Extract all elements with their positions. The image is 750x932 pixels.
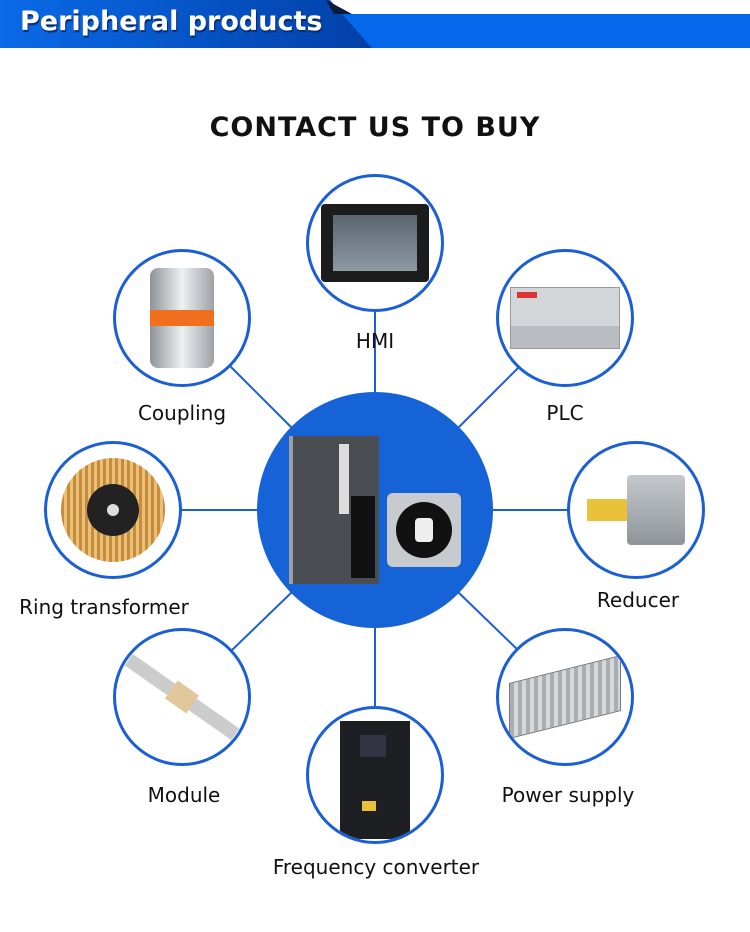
label-reducer: Reducer	[596, 588, 680, 612]
servo-motor-image	[387, 493, 461, 567]
headline: CONTACT US TO BUY	[209, 112, 541, 143]
module-image	[124, 653, 240, 741]
reducer-image	[587, 475, 685, 545]
frequency-converter-image	[340, 721, 410, 839]
product-plc[interactable]	[496, 249, 634, 387]
section-banner: Peripheral products	[0, 0, 750, 48]
banner-title: Peripheral products	[20, 6, 323, 37]
plc-image	[510, 287, 620, 349]
label-module: Module	[147, 783, 221, 807]
product-module[interactable]	[113, 628, 251, 766]
banner-bar	[330, 14, 750, 48]
label-power-supply: Power supply	[501, 783, 635, 807]
label-hmi: HMI	[355, 329, 395, 353]
product-coupling[interactable]	[113, 249, 251, 387]
power-supply-image	[509, 655, 621, 739]
banner-tab	[0, 0, 372, 48]
label-coupling: Coupling	[137, 401, 227, 425]
product-frequency-converter[interactable]	[306, 706, 444, 844]
product-hmi[interactable]	[306, 174, 444, 312]
label-ring-transformer: Ring transformer	[19, 595, 189, 619]
center-servo-product	[257, 392, 493, 628]
ring-transformer-image	[61, 458, 165, 562]
product-power-supply[interactable]	[496, 628, 634, 766]
servo-drive-image	[289, 436, 379, 584]
product-ring-transformer[interactable]	[44, 441, 182, 579]
coupling-image	[150, 268, 214, 368]
label-plc: PLC	[546, 401, 584, 425]
product-reducer[interactable]	[567, 441, 705, 579]
label-frequency-converter: Frequency converter	[272, 855, 480, 879]
hmi-image	[321, 204, 429, 282]
